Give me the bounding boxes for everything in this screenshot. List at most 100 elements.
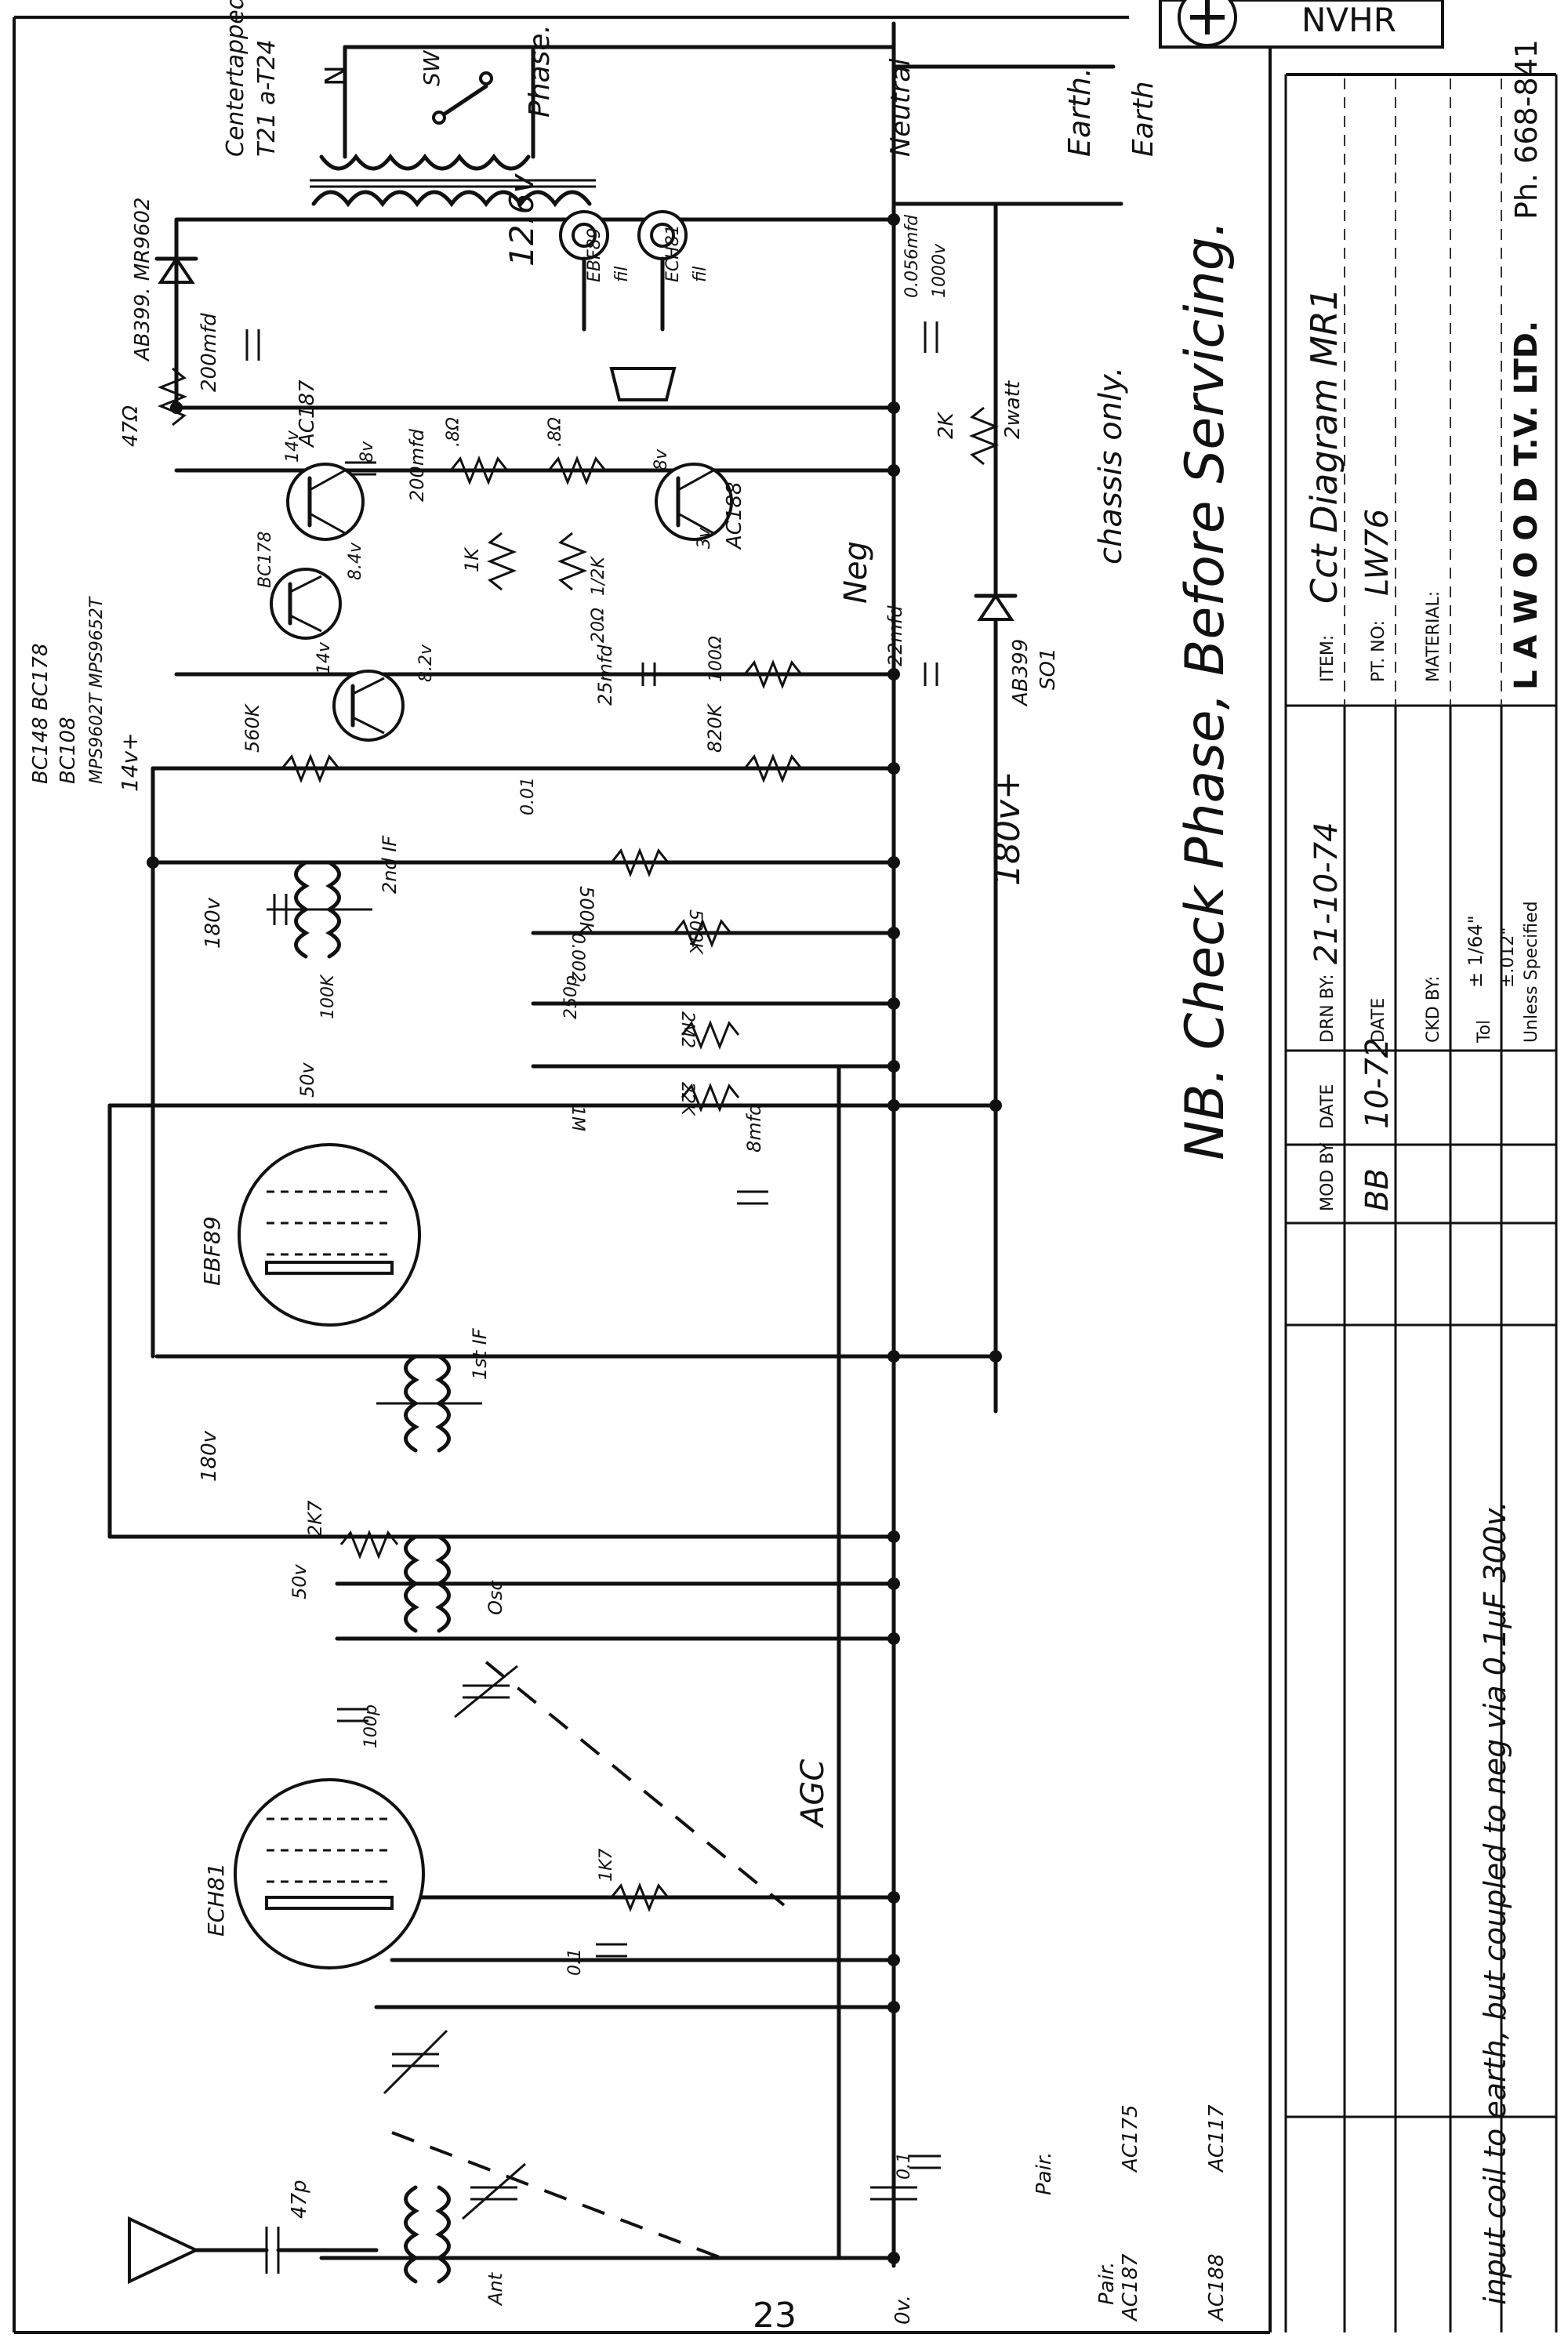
c100p-label: 100p	[361, 1704, 381, 1748]
date-label: DATE	[1369, 998, 1388, 1043]
pair-header-a: Pair.	[1095, 2262, 1119, 2305]
unless-specified: Unless Specified	[1522, 901, 1541, 1043]
v3-label: 3v	[695, 527, 714, 549]
antenna-input: 47p 0v.	[128, 2180, 917, 2325]
diode-top-label: AB399. MR9602	[131, 198, 154, 362]
r560k-label: 560K	[241, 702, 263, 753]
r8a-label: .8Ω	[444, 417, 463, 447]
nvhr-stamp: NVHR	[1159, 0, 1444, 49]
r100k-label: 100K	[318, 974, 338, 1019]
firm-name: L A W O O D T.V. LTD.	[1508, 321, 1544, 690]
stamp-text: NVHR	[1301, 1, 1396, 39]
r1k-label: 1K	[461, 546, 483, 572]
neutral-label: Neutral	[885, 58, 916, 157]
phase-label: Phase.	[524, 24, 556, 118]
if2-label: 2nd IF	[379, 835, 401, 894]
ac187-label: AC187	[296, 379, 319, 448]
if1-transformer: 1st IF	[376, 1327, 491, 1453]
material-label: MATERIAL:	[1424, 591, 1443, 682]
lamp-2-label: ECH81	[663, 224, 683, 282]
r8b-label: .8Ω	[546, 417, 565, 447]
tol-1: ± 1/64"	[1465, 915, 1486, 988]
ac188-label: AC188	[723, 481, 746, 550]
osc-label: Osc	[485, 1580, 506, 1615]
osc-tuning-cap	[454, 1664, 518, 1719]
v1000-label: 1000v	[930, 243, 949, 298]
osc-coil: Osc	[404, 1534, 506, 1633]
mod-date-label: DATE	[1318, 1084, 1338, 1129]
c47p-label: 47p	[288, 2180, 311, 2219]
v8-2-label: 8.2v	[416, 644, 436, 682]
tol-label: Tol	[1475, 1020, 1494, 1044]
tol-2: ±.012"	[1498, 927, 1518, 988]
if1-label: 1st IF	[469, 1327, 491, 1380]
r22k-label: 22K	[677, 1082, 697, 1116]
pair-row-1a: AC187	[1119, 2253, 1142, 2322]
checked-by-label: CKD BY:	[1424, 975, 1443, 1043]
switch-label: SW	[419, 49, 445, 86]
earth-side-label: Earth	[1127, 81, 1160, 157]
diode-lower-label-2: SO1	[1036, 648, 1060, 690]
rectifier-diode-lower: AB399 SO1	[974, 593, 1060, 707]
if2-transformer: 2nd IF	[267, 835, 401, 959]
transformer-label-1: Centertapped	[222, 0, 249, 157]
c22-label: 22mfd	[884, 605, 906, 666]
b-plus-label: 180v+	[988, 771, 1028, 886]
lamp-1-sub: fil	[612, 267, 632, 282]
pair-row-2b: AC117	[1205, 2104, 1229, 2173]
sheet-frame	[13, 16, 1556, 2334]
c01a-label: 0.1	[565, 1948, 585, 1976]
v50-b-label: 50v	[289, 1563, 310, 1599]
c0056-label: 0.056mfd	[902, 214, 922, 298]
n-label: N	[320, 65, 352, 86]
mod-by-label: MOD BY	[1318, 1142, 1338, 1211]
ant-coil: Ant	[404, 2185, 506, 2307]
lamp-1-label: EBF89	[585, 227, 604, 282]
c200a-label: 200mfd	[198, 313, 221, 392]
transistor-list-3: MPS9602T MPS9652T	[87, 596, 107, 784]
mod-date-value: 10-72	[1359, 1038, 1396, 1129]
zero-v-label: 0v.	[891, 2295, 915, 2325]
part-no-value: LW76	[1359, 509, 1396, 596]
transistor-ac188: AC188 8v 3v	[652, 448, 746, 550]
bc178-label: BC178	[256, 532, 275, 588]
c01b-label: 0.1	[895, 2152, 914, 2180]
mod-by-value: BB	[1359, 1168, 1396, 1211]
ebf89-label: EBF89	[199, 1216, 225, 1286]
transistor-bc148: 14v 8.2v	[314, 641, 436, 742]
v14-supply-label: 14v+	[117, 732, 143, 792]
v14-a-label: 14v	[283, 430, 303, 463]
diode-lower-label-1: AB399	[1009, 639, 1033, 707]
ant-tuning-cap	[383, 2029, 526, 2220]
item-label: ITEM:	[1318, 635, 1338, 682]
part-no-label: PT. NO:	[1369, 620, 1388, 682]
lamp-2-sub: fil	[691, 267, 710, 282]
pilot-lamp-ebf89: EBF89 fil	[559, 210, 632, 332]
r1k7-label: 1K7	[597, 1849, 616, 1882]
pilot-lamp-ech81: ECH81 fil	[637, 210, 710, 332]
r702-label: 1/2K	[589, 556, 608, 596]
pilot-lamps: EBF89 fil ECH81 fil	[559, 210, 710, 332]
v14-b-label: 14v	[314, 641, 334, 674]
mains-transformer: Centertapped T21 a-T24 N 12.6v SW Phase.	[222, 0, 896, 267]
r2k-label: 2K	[935, 411, 958, 439]
pair-row-2a: AC188	[1205, 2253, 1229, 2322]
transistor-bc178: BC178 8.4v	[256, 532, 365, 640]
c25-label: 25mfd	[594, 644, 616, 706]
r20-label: 20Ω	[589, 608, 608, 643]
c8-label: 8mfd	[743, 1103, 765, 1153]
firm-phone: Ph. 668-841	[1509, 39, 1544, 220]
v180-b-label: 180v	[198, 1430, 221, 1482]
if-detector-section: 2nd IF 180v 100K 0.01 500K 0.002 500K 25…	[198, 777, 768, 1482]
check-phase-note: NB. Check Phase, Before Servicing.	[1174, 220, 1236, 1161]
mixer-oscillator-section: 50v 2K7 Osc 100p 1K7 ECH81 0.1	[203, 1500, 941, 2307]
mains-switch[interactable]	[437, 84, 488, 120]
c0002-label: 0.002	[568, 933, 587, 982]
r47-label: 47Ω	[119, 405, 143, 447]
transformer-label-2: T21 a-T24	[253, 39, 281, 157]
neutral-rail: Neutral	[885, 21, 916, 2268]
bus-lines	[107, 217, 998, 2260]
page-number: 23	[753, 2296, 797, 2336]
audio-stage: 47Ω 200mfd 200mfd AC187 14v 8v AC188 8v …	[29, 214, 1060, 792]
